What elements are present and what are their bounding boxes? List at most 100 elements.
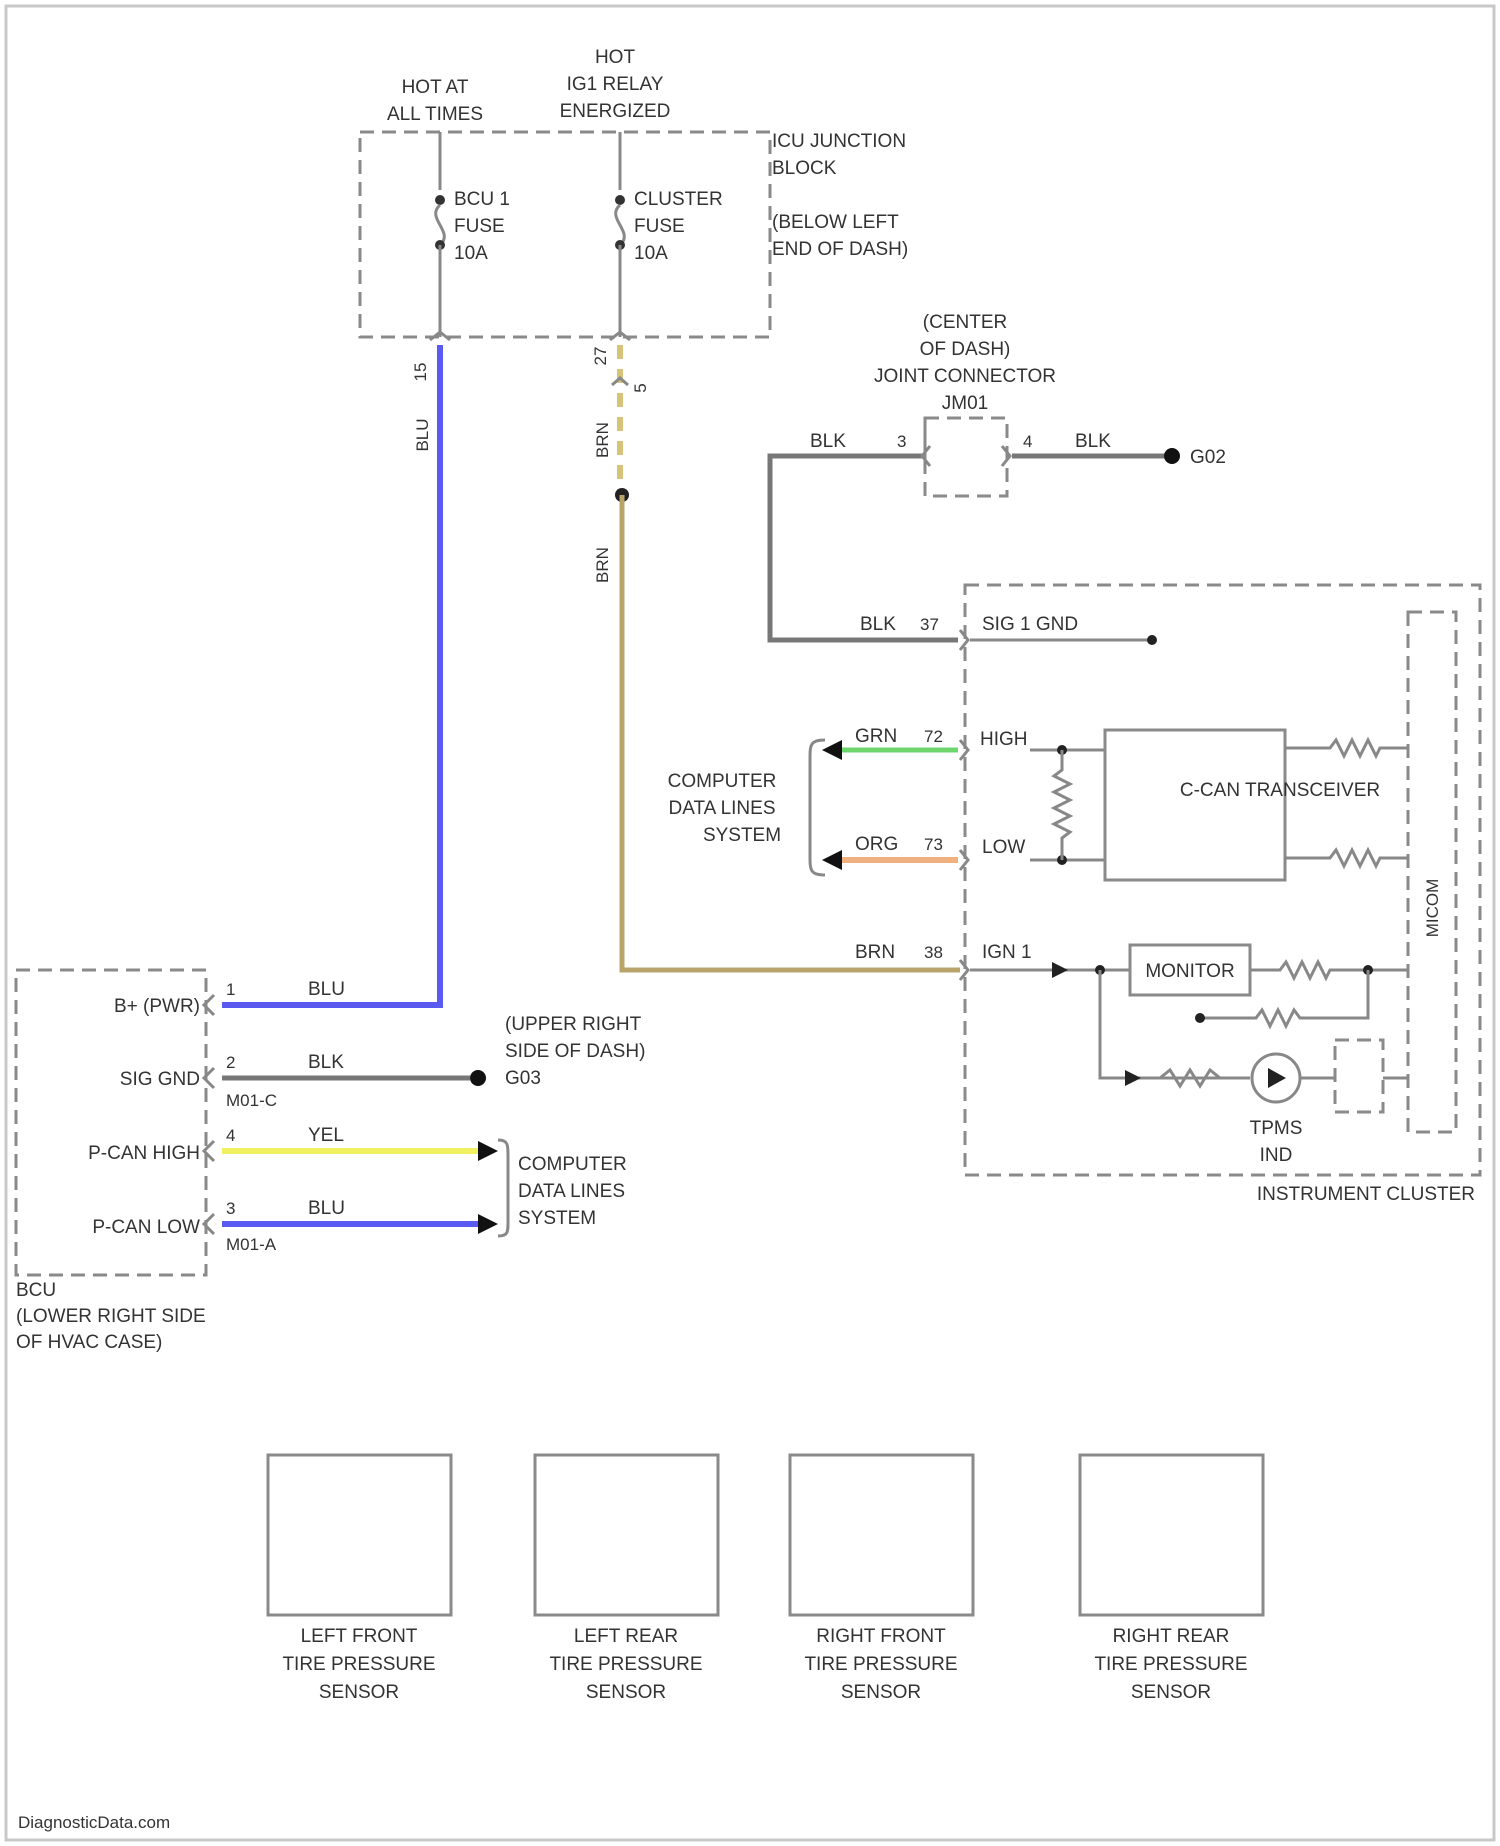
fuse1-label-1: BCU 1 xyxy=(454,189,510,210)
org-wire-label: ORG xyxy=(855,834,898,855)
computer-data-2-label-3: SYSTEM xyxy=(518,1208,596,1229)
sensor-label-2: TIRE PRESSURE xyxy=(1094,1654,1247,1675)
sensor-label-1: LEFT FRONT xyxy=(301,1626,418,1647)
computer-data-2-label-2: DATA LINES xyxy=(518,1181,625,1202)
data-lines-bracket-2 xyxy=(498,1140,508,1236)
bcu-pin2-label: 2 xyxy=(226,1053,235,1072)
hot-at-label-1: HOT AT xyxy=(402,77,469,98)
sensor-right-rear: RIGHT REAR TIRE PRESSURE SENSOR xyxy=(1080,1455,1263,1703)
g02-label: G02 xyxy=(1190,447,1226,468)
sensor-label-2: TIRE PRESSURE xyxy=(804,1654,957,1675)
tpms-label-1: TPMS xyxy=(1250,1118,1303,1139)
g02-ground-icon xyxy=(1164,448,1180,464)
joint-connector-label-2: OF DASH) xyxy=(920,339,1011,360)
instrument-cluster-label: INSTRUMENT CLUSTER xyxy=(1257,1184,1475,1205)
fuse1-top-terminal xyxy=(435,195,445,205)
can-high-arrow-icon xyxy=(822,740,842,760)
m01c-label: M01-C xyxy=(226,1091,277,1110)
bcu-pcan-high-label: P-CAN HIGH xyxy=(88,1143,200,1164)
junction-block-label-2: BLOCK xyxy=(772,158,837,179)
pin37-connector xyxy=(960,630,968,650)
pin38-label: 38 xyxy=(924,943,943,962)
sig-gnd-terminal xyxy=(1147,635,1157,645)
hot-relay-label-3: ENERGIZED xyxy=(560,101,671,122)
tpms-branch-line xyxy=(1100,970,1220,1078)
sensor-label-3: SENSOR xyxy=(841,1682,921,1703)
sensor-label-1: RIGHT REAR xyxy=(1113,1626,1230,1647)
fuse2-top-terminal xyxy=(615,195,625,205)
page-border xyxy=(6,6,1494,1840)
upper-right-label-3: G03 xyxy=(505,1068,541,1089)
sensor-left-front: LEFT FRONT TIRE PRESSURE SENSOR xyxy=(268,1455,451,1703)
pin72-connector xyxy=(960,740,968,760)
sig-gnd-label: SIG 1 GND xyxy=(982,614,1078,635)
hot-relay-label-2: IG1 RELAY xyxy=(567,74,664,95)
termination-resistor-icon xyxy=(1054,750,1070,860)
can-transceiver-label: C-CAN TRANSCEIVER xyxy=(1180,780,1380,801)
sensor-label-3: SENSOR xyxy=(586,1682,666,1703)
bcu-label-1: BCU xyxy=(16,1280,56,1301)
g03-ground-icon xyxy=(470,1070,486,1086)
yel4-wire-label: YEL xyxy=(308,1125,344,1146)
computer-data-1-label-3: SYSTEM xyxy=(703,825,781,846)
fuse1-label-2: FUSE xyxy=(454,216,505,237)
sensor-box xyxy=(268,1455,451,1615)
sensor-box xyxy=(535,1455,718,1615)
computer-data-1-label-1: COMPUTER xyxy=(668,771,777,792)
junction-location-label-2: END OF DASH) xyxy=(772,239,908,260)
blu3-wire-label: BLU xyxy=(308,1198,345,1219)
sensor-label-2: TIRE PRESSURE xyxy=(282,1654,435,1675)
upper-right-label-2: SIDE OF DASH) xyxy=(505,1041,645,1062)
ign1-diode-icon xyxy=(1052,962,1068,978)
sensor-right-front: RIGHT FRONT TIRE PRESSURE SENSOR xyxy=(790,1455,973,1703)
blk-ground-wire xyxy=(770,456,958,640)
bcu-sig-gnd-label: SIG GND xyxy=(120,1069,200,1090)
sensor-label-1: LEFT REAR xyxy=(574,1626,678,1647)
fuse2-label-1: CLUSTER xyxy=(634,189,723,210)
ign1-label: IGN 1 xyxy=(982,942,1032,963)
monitor-return-terminal xyxy=(1195,1013,1205,1023)
sensor-label-2: TIRE PRESSURE xyxy=(549,1654,702,1675)
brn-ign-wire xyxy=(622,495,960,970)
pin38-connector xyxy=(960,960,968,980)
brn-wire-label-2: BRN xyxy=(593,547,612,583)
blu-wire-label-vertical: BLU xyxy=(413,418,432,451)
grn-wire-label: GRN xyxy=(855,726,897,747)
watermark-text: DiagnosticData.com xyxy=(18,1813,170,1832)
junction-location-label-1: (BELOW LEFT xyxy=(772,212,899,233)
bcu-pin3-label: 3 xyxy=(226,1199,235,1218)
junction-block-label-1: ICU JUNCTION xyxy=(772,131,906,152)
blk37-wire-label: BLK xyxy=(860,614,896,635)
m01a-label: M01-A xyxy=(226,1235,277,1254)
sensor-box xyxy=(790,1455,973,1615)
micom-label: MICOM xyxy=(1423,879,1442,938)
fuse1-label-3: 10A xyxy=(454,243,488,264)
pcan-high-arrow-icon xyxy=(478,1141,498,1161)
pcan-low-arrow-icon xyxy=(478,1214,498,1234)
pin73-label: 73 xyxy=(924,835,943,854)
sensor-label-3: SENSOR xyxy=(319,1682,399,1703)
tpms-driver-outline xyxy=(1335,1040,1383,1112)
brn-wire-label-1: BRN xyxy=(593,422,612,458)
blk-right-label: BLK xyxy=(1075,431,1111,452)
pin4-label: 4 xyxy=(1023,432,1032,451)
can-transceiver-box xyxy=(1105,730,1285,880)
monitor-resistor-icon xyxy=(1250,962,1408,978)
fuse2-label-3: 10A xyxy=(634,243,668,264)
joint-connector-outline xyxy=(925,418,1007,496)
computer-data-1-label-2: DATA LINES xyxy=(669,798,776,819)
tpms-resistor-icon xyxy=(1160,1070,1250,1086)
tpms-diode-icon xyxy=(1125,1070,1141,1086)
pin37-label: 37 xyxy=(920,615,939,634)
sensor-label-3: SENSOR xyxy=(1131,1682,1211,1703)
joint-connector-label-1: (CENTER xyxy=(923,312,1007,333)
fuse2-symbol xyxy=(616,205,625,245)
pin3-label: 3 xyxy=(897,432,906,451)
bcu-pin4-label: 4 xyxy=(226,1126,235,1145)
upper-right-label-1: (UPPER RIGHT xyxy=(505,1014,642,1035)
micom-outline xyxy=(1408,612,1456,1132)
computer-data-2-label-1: COMPUTER xyxy=(518,1154,627,1175)
monitor-label: MONITOR xyxy=(1145,961,1234,982)
hot-relay-label-1: HOT xyxy=(595,47,636,68)
